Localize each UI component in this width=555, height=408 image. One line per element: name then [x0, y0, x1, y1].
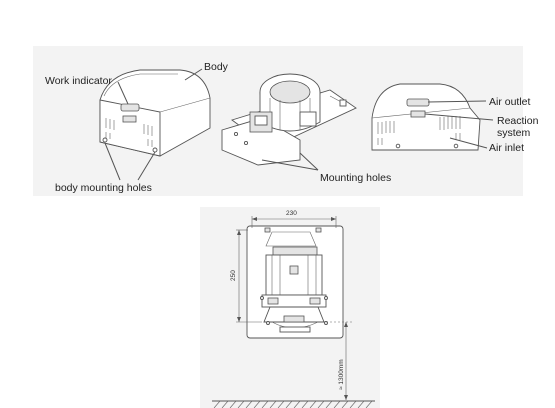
mounting-hole-leader-2	[137, 151, 156, 181]
rear-view-illustration	[371, 83, 481, 151]
width-dimension	[251, 216, 337, 228]
mounting-hole-right	[152, 147, 158, 153]
mounting-hole-left	[102, 137, 108, 143]
height-dimension	[236, 229, 262, 323]
mounting-hole-leader-1	[104, 142, 121, 181]
top-bracket	[265, 231, 317, 247]
right-vent-slots	[377, 116, 461, 145]
body-mounting-holes-label: body mounting holes	[55, 182, 152, 194]
work-indicator-light	[120, 103, 140, 112]
lower-bracket	[263, 306, 325, 323]
air-outlet-slot	[406, 98, 430, 107]
body-leader	[184, 68, 203, 81]
motor-cap	[272, 246, 318, 256]
air-outlet-leader	[427, 100, 487, 103]
mounting-holes-leader-2	[299, 152, 319, 171]
floor-line	[212, 400, 375, 408]
air-outlet-label: Air outlet	[489, 96, 531, 108]
air-inlet-label: Air inlet	[489, 142, 524, 154]
height-dimension-label: 250	[230, 270, 237, 281]
work-indicator-leader	[117, 81, 129, 105]
reaction-system-window	[410, 110, 426, 118]
width-dimension-label: 230	[286, 210, 297, 217]
dryer-body-illustration	[99, 69, 211, 157]
reaction-label-line1: Reaction	[497, 115, 539, 127]
air-inlet-leader	[449, 137, 488, 149]
floor-height-label: ≈ 1300mm	[338, 359, 345, 390]
body-label: Body	[204, 61, 229, 73]
internal-unit-illustration	[221, 73, 357, 166]
reaction-label-line2: system	[497, 127, 531, 139]
floor-height-dimension	[326, 321, 352, 400]
indicator-window	[122, 115, 137, 123]
mounting-holes-label: Mounting holes	[320, 172, 391, 184]
left-vent-slots	[105, 118, 153, 147]
installation-drawing	[246, 225, 344, 339]
work-indicator-label: Work indicator	[45, 75, 112, 87]
mounting-holes-leader-1	[261, 159, 319, 171]
reaction-system-leader	[424, 113, 494, 121]
motor-housing	[265, 254, 323, 296]
